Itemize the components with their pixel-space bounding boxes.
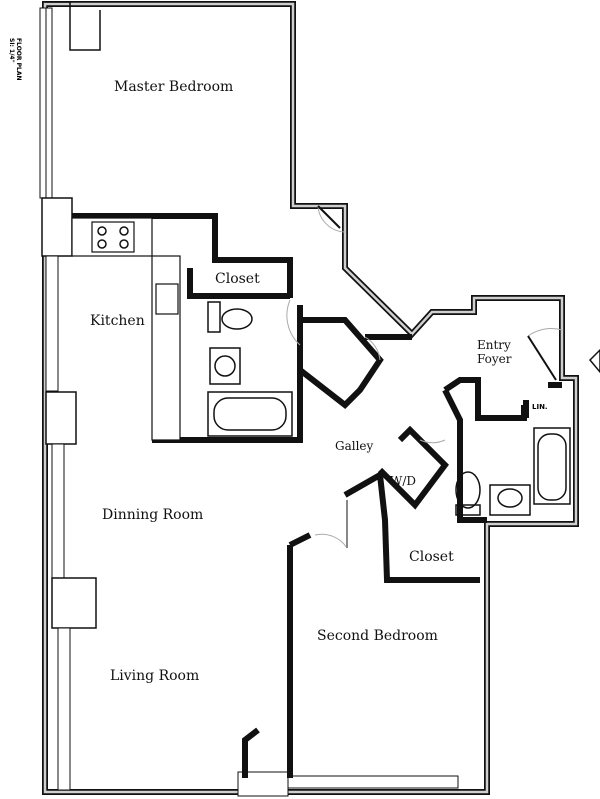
- title-block: FLOOR PLAN SI: 1/4": [8, 38, 22, 81]
- room-label-closet: Closet: [215, 271, 260, 287]
- room-label-second-bedroom: Second Bedroom: [317, 628, 438, 644]
- door-swings: [286, 205, 563, 549]
- plan-scale: SI: 1/4": [8, 38, 15, 63]
- room-label-linen: LIN.: [532, 403, 548, 411]
- windows: [39, 1, 600, 797]
- bathroom-fixtures: [207, 301, 571, 516]
- room-label-foyer: Foyer: [477, 352, 512, 366]
- room-label-washer-dryer: W/D: [390, 474, 416, 488]
- sink-icon: [155, 283, 179, 315]
- stove-icon: [91, 221, 135, 253]
- room-label-kitchen: Kitchen: [90, 313, 145, 329]
- room-label-entry: Entry: [477, 338, 511, 352]
- kitchen-counters: [71, 217, 181, 441]
- room-label-dining-room: Dinning Room: [102, 507, 204, 523]
- room-label-galley: Galley: [335, 439, 374, 453]
- room-label-living-room: Living Room: [110, 668, 200, 684]
- room-label-closet-2: Closet: [409, 549, 454, 565]
- plan-title: FLOOR PLAN: [15, 38, 22, 81]
- room-label-master-bedroom: Master Bedroom: [114, 79, 234, 95]
- exterior-walls: [42, 1, 579, 795]
